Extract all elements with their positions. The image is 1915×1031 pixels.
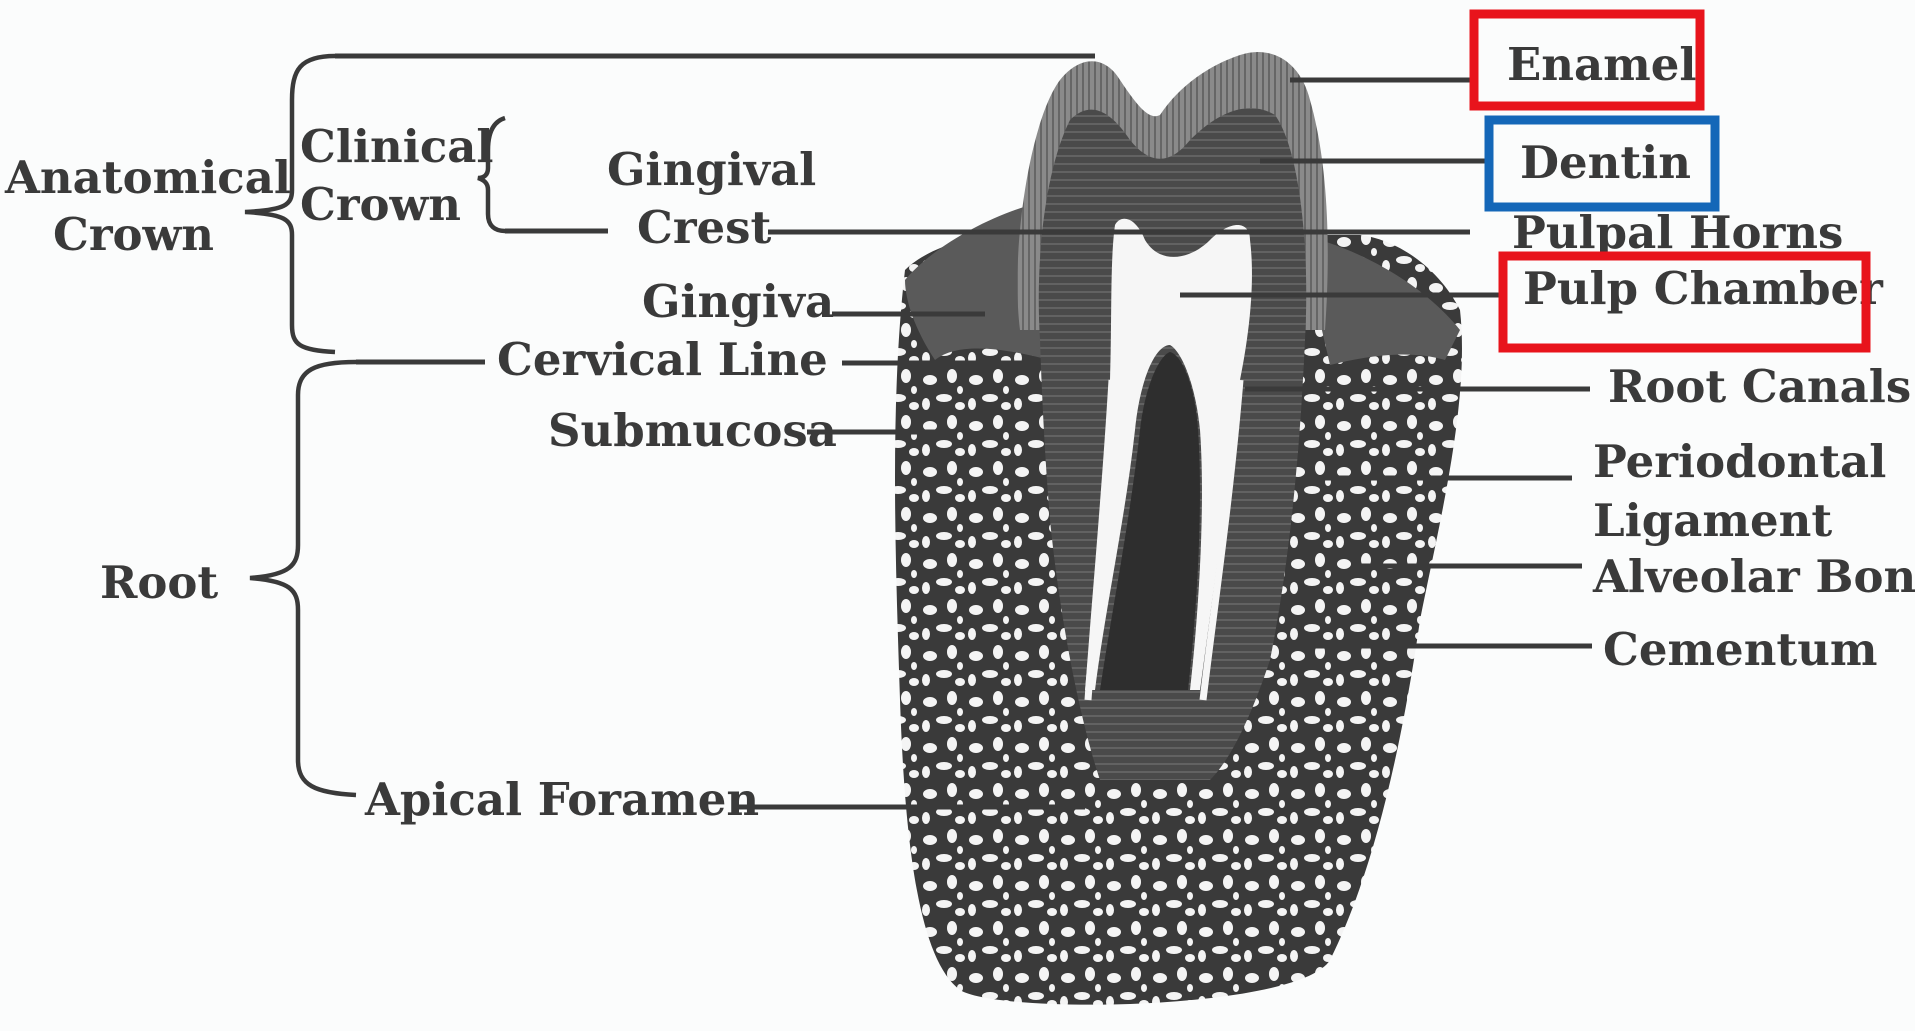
- cervical-line-label: Cervical Line: [497, 333, 828, 386]
- pulp-chamber-label: Pulp Chamber: [1523, 262, 1884, 315]
- root-label: Root: [100, 556, 218, 609]
- clinical-crown-label: Clinical Crown: [300, 120, 509, 231]
- gingival-crest-label: Gingival Crest: [607, 143, 832, 254]
- alveolar-bone-label: Alveolar Bone: [1592, 550, 1915, 603]
- enamel-label: Enamel: [1507, 38, 1697, 91]
- submucosa-label: Submucosa: [548, 404, 837, 457]
- root-canals-label: Root Canals: [1608, 360, 1911, 413]
- anatomical-crown-line1: Anatomical: [4, 151, 291, 204]
- gingival-crest-line2: Crest: [637, 201, 771, 254]
- tooth-illustration: [895, 52, 1462, 1005]
- dentin-label: Dentin: [1520, 136, 1691, 189]
- periodontal-ligament-label: Periodontal Ligament: [1593, 435, 1902, 547]
- cementum-label: Cementum: [1603, 623, 1878, 676]
- clinical-crown-line1: Clinical: [300, 120, 493, 173]
- pulpal-horns-label: Pulpal Horns: [1512, 206, 1843, 259]
- gingival-crest-line1: Gingival: [607, 143, 816, 196]
- anatomical-crown-line2: Crown: [53, 208, 214, 261]
- periodontal-ligament-line2: Ligament: [1593, 494, 1832, 547]
- apical-foramen-label: Apical Foramen: [364, 773, 759, 826]
- gingiva-label: Gingiva: [642, 275, 834, 328]
- root-brace: [250, 362, 356, 795]
- clinical-crown-line2: Crown: [300, 178, 461, 231]
- periodontal-ligament-line1: Periodontal: [1593, 435, 1886, 488]
- anatomical-crown-label: Anatomical Crown: [4, 151, 307, 261]
